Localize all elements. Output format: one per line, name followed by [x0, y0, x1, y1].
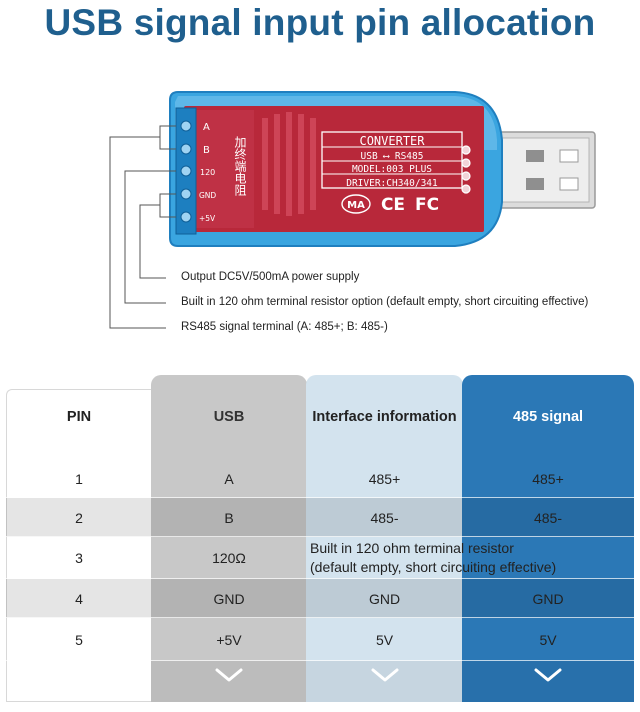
usb-converter-image: CONVERTER USB ⟷ RS485 MODEL:003 PLUS DRI…: [109, 91, 596, 329]
chevron-down-icon: [534, 668, 562, 682]
cell-pin: 5: [75, 631, 83, 648]
cell-usb: 120Ω: [212, 550, 246, 566]
pin-label-5v: +5V: [199, 214, 216, 223]
cell-info: GND: [368, 590, 401, 607]
table-row: 2 B 485- 485-: [6, 498, 634, 537]
cell-pin: 3: [75, 550, 83, 566]
header-485-signal: 485 signal: [512, 409, 584, 425]
cell-info: 485-: [370, 509, 399, 526]
chevron-down-icon: [371, 668, 399, 682]
callout-rs485: RS485 signal terminal (A: 485+; B: 485-): [181, 321, 388, 333]
table-row: 3 120Ω Built in 120 ohm terminal resisto…: [6, 537, 634, 579]
callout-resistor: Built in 120 ohm terminal resistor optio…: [181, 296, 589, 308]
header-interface-info: Interface information: [312, 409, 457, 425]
column-info-bg: [306, 375, 463, 702]
table-row: 1 A 485+ 485+: [6, 459, 634, 498]
chevron-down-icon: [215, 668, 243, 682]
table-row: 5 +5V 5V 5V: [6, 618, 634, 661]
column-usb-bg: [151, 375, 307, 702]
chinese-label: 加终端电阻: [233, 136, 247, 197]
pin-label-120: 120: [200, 168, 215, 177]
cell-info-line1: Built in 120 ohm terminal resistor: [310, 540, 514, 556]
cell-info: 5V: [375, 631, 394, 648]
cell-usb: B: [224, 509, 234, 526]
cell-info: 485+: [368, 470, 401, 487]
cell-usb: A: [224, 470, 234, 487]
column-signal-bg: [462, 375, 634, 702]
page-title: USB signal input pin allocation: [44, 2, 596, 43]
cell-signal: GND: [532, 590, 564, 607]
cell-signal: 5V: [539, 631, 557, 648]
cert-ma: MA: [347, 200, 365, 211]
pin-label-b: B: [203, 145, 210, 156]
table-row: 4 GND GND GND: [6, 579, 634, 618]
column-pin-bg: [6, 389, 152, 702]
cert-ce: CE: [381, 195, 405, 215]
cell-info-line2: (default empty, short circuiting effecti…: [310, 559, 557, 575]
board-line3: MODEL:003 PLUS: [352, 164, 432, 175]
cell-pin: 1: [75, 470, 83, 487]
pcb-board: [184, 106, 484, 232]
device-illustration: CONVERTER USB ⟷ RS485 MODEL:003 PLUS DRI…: [0, 70, 640, 350]
board-label: CONVERTER: [359, 134, 425, 148]
board-line2: USB ⟷ RS485: [361, 151, 424, 162]
cell-signal: 485-: [533, 509, 563, 526]
table-footer: [151, 661, 634, 702]
pin-table: PIN USB Interface information 485 signal…: [0, 375, 640, 712]
cell-info-merged: Built in 120 ohm terminal resistor (defa…: [306, 537, 634, 579]
cell-signal: 485+: [532, 470, 564, 487]
cell-pin: 2: [75, 509, 83, 526]
header-usb: USB: [213, 409, 245, 425]
pin-label-a: A: [203, 122, 210, 133]
usb-plug: [489, 131, 596, 209]
board-line4: DRIVER:CH340/341: [346, 178, 438, 189]
cell-pin: 4: [75, 590, 83, 607]
cert-fc: FC: [415, 195, 439, 215]
pin-label-gnd: GND: [199, 191, 216, 200]
cell-usb: GND: [213, 590, 245, 607]
header-pin: PIN: [66, 409, 92, 425]
cell-usb: +5V: [216, 631, 242, 648]
callout-power: Output DC5V/500mA power supply: [181, 271, 360, 283]
